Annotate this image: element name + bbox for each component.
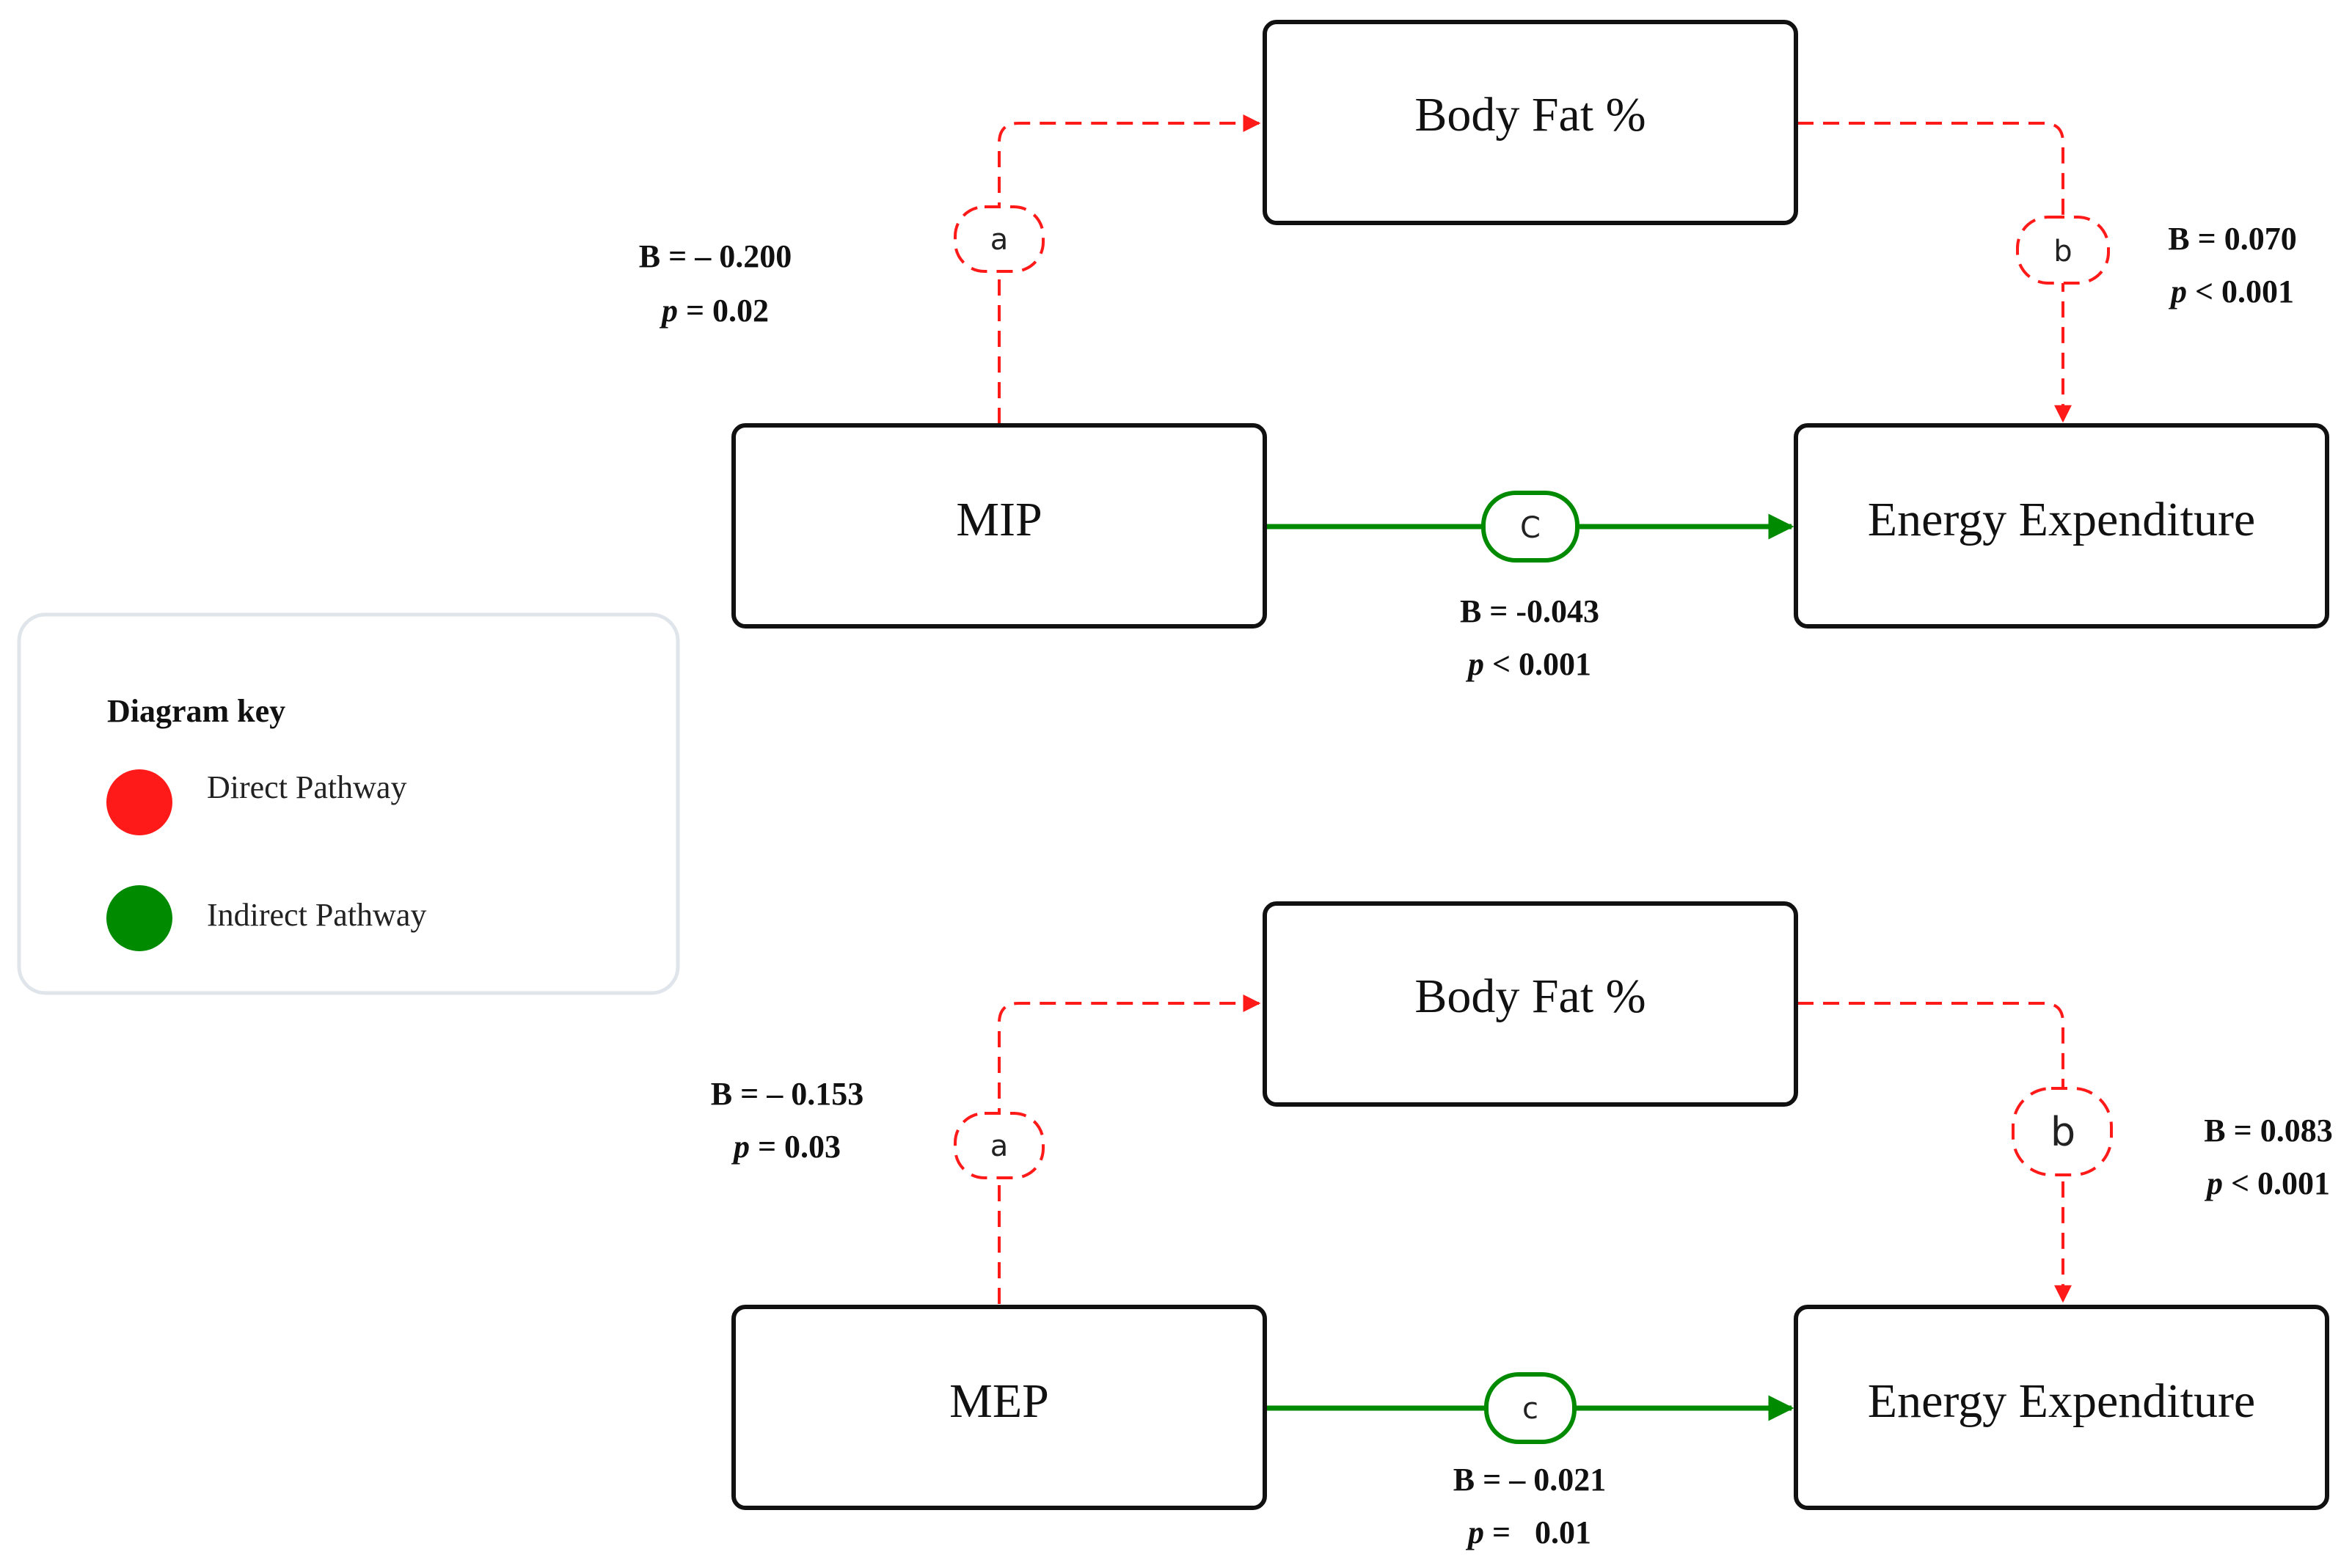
predictor-label: MIP <box>956 493 1042 546</box>
path-a-coefficient: B = – 0.200 <box>639 238 792 274</box>
path-b-coefficient: B = 0.070 <box>2168 221 2296 257</box>
path-b-pvalue: p < 0.001 <box>2204 1165 2330 1201</box>
path-a-pvalue: p = 0.02 <box>659 293 769 329</box>
mediator-label: Body Fat % <box>1414 88 1646 142</box>
outcome-box: Energy Expenditure <box>1794 1305 2329 1510</box>
path-c-pvalue: p = 0.01 <box>1465 1514 1591 1550</box>
diagram-key: Diagram key Direct Pathway Indirect Path… <box>17 612 680 995</box>
mediation-model-mep: Body Fat % MEP Energy Expenditure a b c … <box>711 901 2333 1550</box>
path-a-coefficient: B = – 0.153 <box>711 1076 863 1112</box>
path-a-connector <box>998 114 1261 424</box>
diagram-key-panel <box>17 612 680 995</box>
diagram-key-title: Diagram key <box>107 693 285 729</box>
path-c-letter: C <box>1520 511 1541 545</box>
path-a-pvalue: p = 0.03 <box>731 1129 841 1165</box>
mediator-label: Body Fat % <box>1414 970 1646 1023</box>
path-b-letter: b <box>2050 1109 2075 1155</box>
path-b-connector <box>1797 122 2072 423</box>
predictor-box: MIP <box>731 423 1267 629</box>
mediator-box: Body Fat % <box>1263 901 1798 1107</box>
path-b-badge: b <box>2016 216 2110 285</box>
path-c-coefficient: B = – 0.021 <box>1453 1462 1606 1498</box>
mediator-box: Body Fat % <box>1263 20 1798 225</box>
direct-pathway-swatch <box>106 769 172 835</box>
outcome-box: Energy Expenditure <box>1794 423 2329 629</box>
indirect-pathway-swatch <box>106 885 172 951</box>
path-b-coefficient: B = 0.083 <box>2204 1113 2332 1148</box>
path-b-connector <box>1797 1002 2072 1303</box>
predictor-label: MEP <box>949 1374 1049 1428</box>
direct-pathway-label: Direct Pathway <box>207 769 406 805</box>
path-a-connector <box>998 994 1261 1304</box>
path-c-letter: c <box>1522 1392 1538 1426</box>
path-a-badge: a <box>954 1112 1045 1179</box>
outcome-label: Energy Expenditure <box>1868 493 2255 546</box>
path-c-pvalue: p < 0.001 <box>1465 646 1591 682</box>
path-c-coefficient: B = -0.043 <box>1460 593 1599 629</box>
path-c-badge: c <box>1484 1372 1577 1444</box>
path-b-pvalue: p < 0.001 <box>2168 274 2294 309</box>
predictor-box: MEP <box>731 1305 1267 1510</box>
path-a-letter: a <box>990 223 1009 257</box>
path-a-letter: a <box>990 1129 1009 1163</box>
path-c-badge: C <box>1481 491 1579 563</box>
path-b-badge: b <box>2012 1087 2113 1176</box>
outcome-label: Energy Expenditure <box>1868 1374 2255 1428</box>
path-a-badge: a <box>954 205 1045 273</box>
indirect-pathway-label: Indirect Pathway <box>207 897 426 933</box>
path-b-letter: b <box>2053 235 2072 268</box>
mediation-model-mip: Body Fat % MIP Energy Expenditure a b C … <box>639 20 2329 682</box>
